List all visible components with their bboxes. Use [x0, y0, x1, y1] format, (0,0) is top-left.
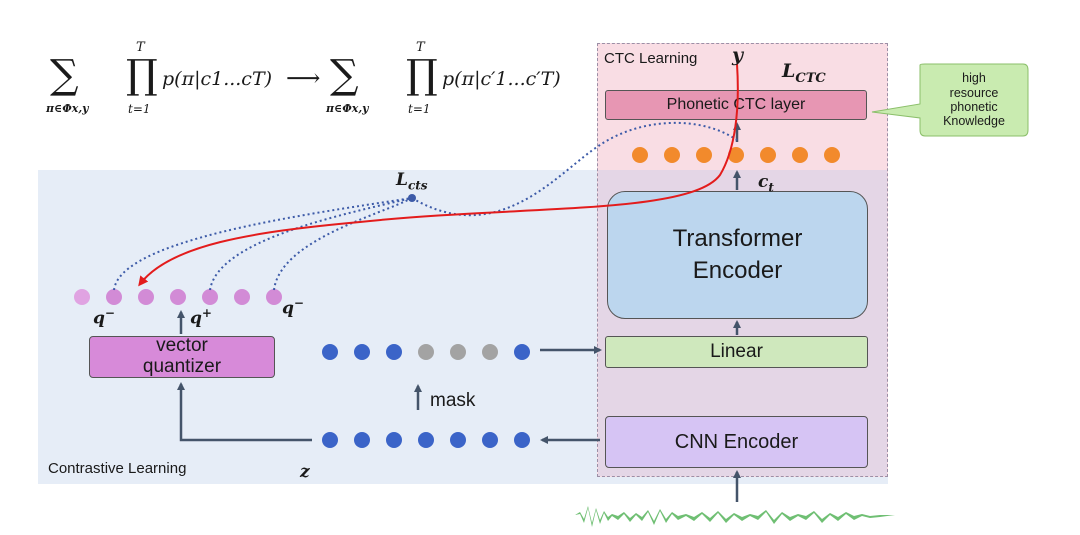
blue-dot: [322, 432, 338, 448]
orange-dot: [728, 147, 744, 163]
ctc-learning-title: CTC Learning: [604, 50, 698, 67]
formula-left-prod-superscript: T: [136, 40, 145, 55]
pink-dot: [138, 289, 154, 305]
label-z: z: [300, 462, 310, 482]
masked-sequence: [322, 344, 530, 360]
pink-dot: [234, 289, 250, 305]
pink-dot: [74, 289, 90, 305]
formula-right-prod-superscript: T: [416, 40, 425, 55]
vector-quantizer: vector quantizer: [89, 336, 275, 378]
label-l-ctc: LCTC: [782, 60, 826, 86]
blue-dot: [322, 344, 338, 360]
blue-dot: [450, 432, 466, 448]
pink-dot: [202, 289, 218, 305]
blue-dot: [482, 432, 498, 448]
orange-dot: [792, 147, 808, 163]
transformer-encoder-label: Transformer Encoder: [672, 224, 803, 284]
transformer-encoder: Transformer Encoder: [607, 191, 868, 319]
quantized-sequence: [74, 289, 282, 305]
blue-dot: [354, 432, 370, 448]
callout-bubble: [871, 63, 1029, 137]
formula-right-sum: ∑: [330, 52, 359, 98]
pink-dot: [266, 289, 282, 305]
blue-dot: [418, 432, 434, 448]
formula-right-prod: ∏: [406, 52, 438, 98]
formula-left-prod-subscript: t=1: [128, 102, 151, 116]
cnn-encoder: CNN Encoder: [605, 416, 868, 468]
formula-left-sum: ∑: [50, 52, 79, 98]
phonetic-ctc-layer-label: Phonetic CTC layer: [666, 96, 806, 113]
formula-left-sum-subscript: π∈Φx,y: [46, 102, 89, 115]
label-l-cts: Lcts: [396, 170, 428, 193]
formula-arrow: ⟶: [286, 64, 321, 92]
lcts-node: [408, 194, 416, 202]
context-dots: [632, 147, 840, 163]
label-y: y: [732, 44, 744, 66]
label-q-minus-right: q−: [282, 296, 304, 319]
label-q-minus-left: q−: [93, 306, 115, 329]
contrastive-links: [113, 121, 738, 291]
label-ct: ct: [758, 172, 774, 195]
vector-quantizer-label: vector quantizer: [142, 335, 222, 377]
cnn-encoder-label: CNN Encoder: [674, 430, 799, 453]
arrow-z-to-quantizer: [177, 382, 312, 442]
z-sequence: [322, 432, 530, 448]
formula-left-term: p(π|c1...cT): [162, 68, 273, 90]
orange-dot: [632, 147, 648, 163]
orange-dot: [664, 147, 680, 163]
label-q-plus: q+: [190, 306, 212, 329]
pink-dot: [170, 289, 186, 305]
label-mask: mask: [430, 390, 476, 411]
linear-layer-label: Linear: [710, 341, 763, 362]
pink-dot: [106, 289, 122, 305]
blue-dot: [514, 432, 530, 448]
blue-dot: [514, 344, 530, 360]
grey-dot: [482, 344, 498, 360]
callout-label: high resource phonetic Knowledge: [943, 71, 1005, 129]
ctc-formula: ∑ π∈Φx,y T ∏ t=1 p(π|c1...cT) ⟶ ∑ π∈Φx,y…: [40, 38, 580, 128]
formula-right-sum-subscript: π∈Φx,y: [326, 102, 369, 115]
orange-dot: [760, 147, 776, 163]
callout-text: high resource phonetic Knowledge: [920, 64, 1028, 136]
blue-dot: [386, 344, 402, 360]
contrastive-learning-title: Contrastive Learning: [48, 460, 187, 477]
ctc-guidance-path: [138, 63, 739, 287]
grey-dot: [418, 344, 434, 360]
blue-dot: [386, 432, 402, 448]
linear-layer: Linear: [605, 336, 868, 368]
orange-dot: [824, 147, 840, 163]
grey-dot: [450, 344, 466, 360]
formula-left-prod: ∏: [126, 52, 158, 98]
waveform-icon: [575, 506, 895, 527]
formula-right-prod-subscript: t=1: [408, 102, 431, 116]
blue-dot: [354, 344, 370, 360]
formula-right-term: p(π|c′1...c′T): [442, 68, 561, 90]
orange-dot: [696, 147, 712, 163]
